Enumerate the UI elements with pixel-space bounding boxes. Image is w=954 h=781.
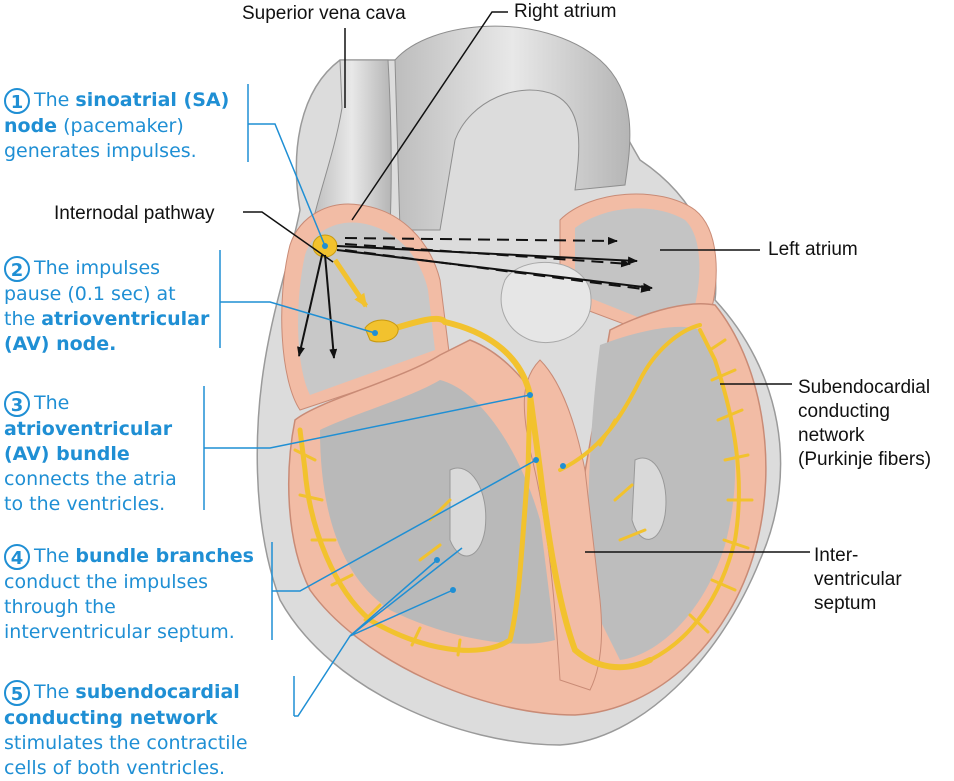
papillary-muscle-left <box>631 457 667 540</box>
step-3-bold2: (AV) bundle <box>4 443 130 465</box>
label-superior-vena-cava: Superior vena cava <box>242 3 406 24</box>
label-septum-line3: septum <box>814 593 877 614</box>
step-2-bold2: (AV) node. <box>4 333 117 355</box>
step-3-line5: to the ventricles. <box>4 493 166 515</box>
step-2-line2: pause (0.1 sec) at <box>4 283 176 305</box>
step-3-bold: atrioventricular <box>4 418 173 440</box>
step-5-line3: stimulates the contractile <box>4 732 248 754</box>
step-5-bold2: conducting network <box>4 707 218 729</box>
av-node <box>364 319 399 343</box>
step-2-line3: the <box>4 308 42 330</box>
step-3-number: 3 <box>4 391 30 417</box>
label-subendocardial-line2: conducting <box>798 401 890 422</box>
label-internodal-pathway: Internodal pathway <box>54 203 215 224</box>
label-right-atrium: Right atrium <box>514 1 617 22</box>
step-3-line4: connects the atria <box>4 468 177 490</box>
label-left-atrium: Left atrium <box>768 239 858 260</box>
label-subendocardial-line3: network <box>798 425 865 446</box>
interatrial-dashed-arrows <box>344 236 651 293</box>
label-subendocardial-line4: (Purkinje fibers) <box>798 449 932 470</box>
valve-area <box>500 261 592 344</box>
step-1-bold: sinoatrial (SA) <box>75 89 230 111</box>
step-4-text: The <box>34 545 76 567</box>
step-2-number: 2 <box>4 256 30 282</box>
impulse-arrow <box>332 258 369 308</box>
label-subendocardial-network: Subendocardial conducting network (Purki… <box>798 376 931 472</box>
step-1-line3: generates impulses. <box>4 140 197 162</box>
step-4-line3: through the <box>4 596 116 618</box>
step-5-line4: cells of both ventricles. <box>4 757 226 779</box>
step-2-line1: The impulses <box>34 257 161 279</box>
papillary-muscle-right <box>449 467 487 557</box>
label-leaders <box>243 11 810 553</box>
step-2-bold: atrioventricular <box>41 308 210 330</box>
step-4-line4: interventricular septum. <box>4 621 235 643</box>
right-atrium-spread-arrows <box>297 254 338 359</box>
conduction-system <box>293 315 754 671</box>
step-1-number: 1 <box>4 88 30 114</box>
step-4-bold: bundle branches <box>75 545 254 567</box>
step-5-text: The <box>34 681 76 703</box>
step-1-bold2: node <box>4 115 58 137</box>
label-septum-line1: Inter- <box>814 545 859 566</box>
step-1-text: The <box>34 89 76 111</box>
leader-endpoints <box>322 243 566 593</box>
label-subendocardial-line1: Subendocardial <box>798 377 931 398</box>
step-3-line1: The <box>34 392 70 414</box>
step-5-bold: subendocardial <box>75 681 240 703</box>
step-5-number: 5 <box>4 680 30 706</box>
step-1-line2: (pacemaker) <box>57 115 184 137</box>
label-septum-line2: ventricular <box>814 569 902 590</box>
step-4-number: 4 <box>4 544 30 570</box>
step-brackets <box>203 84 537 717</box>
aorta <box>394 25 631 231</box>
step-4-line2: conduct the impulses <box>4 571 209 593</box>
label-interventricular-septum: Inter- ventricular septum <box>814 544 902 616</box>
